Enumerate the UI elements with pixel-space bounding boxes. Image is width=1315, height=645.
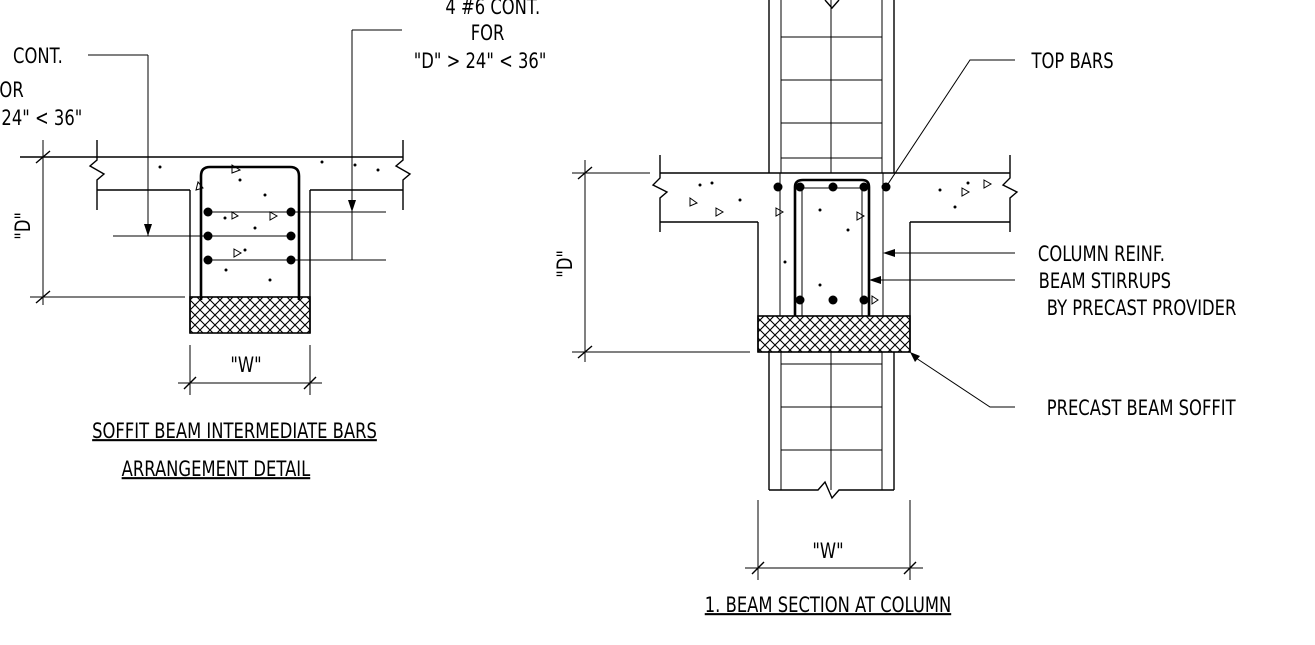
label-precast-beam-soffit: PRECAST BEAM SOFFIT [1047,397,1236,420]
dimension-depth-left [30,140,185,305]
label-by-precast-provider: BY PRECAST PROVIDER [1047,297,1237,320]
soffit-beam-detail: CONT. OR 24" < 36" 4 #6 CONT. FOR "D" > … [0,0,546,482]
dimension-depth-right [572,160,750,362]
right-title: 1. BEAM SECTION AT COLUMN [705,594,951,617]
stirrup-left [199,165,301,300]
concrete-texture-left [158,160,380,282]
precast-soffit-left [189,296,311,334]
leaders-right [869,59,1015,408]
right-callout-line2: FOR [471,22,505,45]
left-callout-line3: 24" < 36" [1,107,82,130]
intermediate-bars-left [113,207,386,265]
right-dim-width-label: "W" [812,540,843,563]
left-title-line1: SOFFIT BEAM INTERMEDIATE BARS [92,420,377,443]
left-dim-width-label: "W" [230,354,261,377]
beam-bars-right [773,182,891,305]
right-callout-line3: "D" > 24" < 36" [414,50,547,73]
column-upper [768,0,895,173]
left-callout-line1: CONT. [13,45,63,68]
concrete-texture-right [689,179,993,305]
slab-outline-left [20,140,412,333]
leaders-left [88,29,402,260]
right-callout-line1: 4 #6 CONT. [445,0,540,20]
left-title-line2: ARRANGEMENT DETAIL [122,458,311,481]
dimension-width-right [745,500,923,580]
beam-section-at-column: TOP BARS COLUMN REINF. BEAM STIRRUPS BY … [554,0,1236,618]
column-lower [768,352,895,500]
label-beam-stirrups: BEAM STIRRUPS [1039,270,1171,293]
beam-stirrups-right [779,173,884,316]
dimension-width-left [178,345,322,395]
label-column-reinf: COLUMN REINF. [1038,243,1165,266]
label-top-bars: TOP BARS [1031,50,1114,73]
left-callout-line2: OR [0,79,24,102]
right-dim-depth-label: "D" [554,250,577,278]
left-dim-depth-label: "D" [12,212,35,240]
precast-soffit-right [757,315,911,353]
